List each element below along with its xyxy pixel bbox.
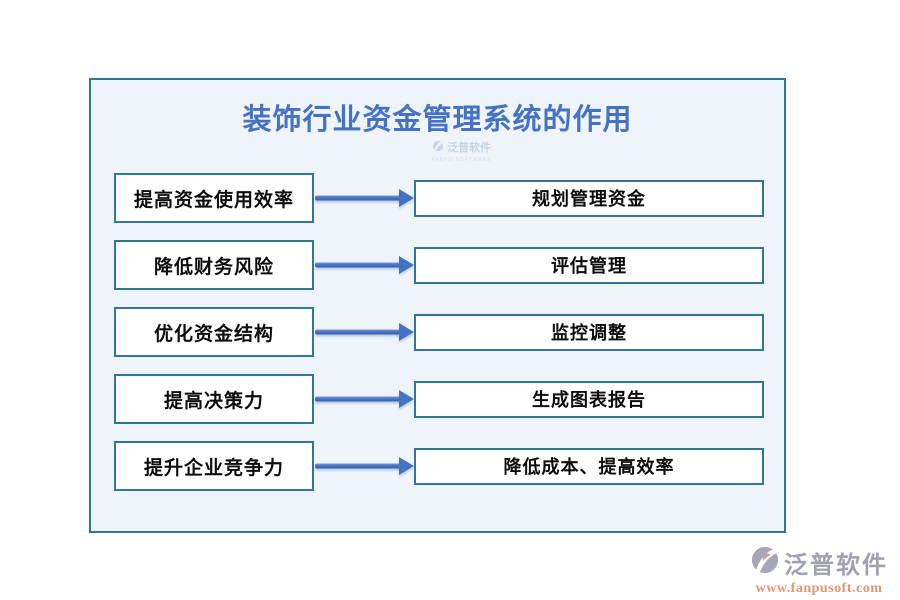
arrow-head <box>399 457 414 475</box>
fanpu-logo-icon <box>750 545 780 580</box>
watermark-logo-icon <box>432 140 444 156</box>
arrow-right-icon <box>314 374 414 424</box>
diagram-rows: 提高资金使用效率 规划管理资金 降低财务风险 评估管理 优化资金结构 监控调整 <box>91 173 784 508</box>
watermark-subtext: FANPU SOFTWARE <box>431 157 492 163</box>
watermark: 泛普软件 FANPU SOFTWARE <box>432 140 492 163</box>
arrow-shaft <box>315 195 401 201</box>
node-function-3: 监控调整 <box>414 313 764 351</box>
arrow-head <box>399 390 414 408</box>
arrow-right-icon <box>314 307 414 357</box>
brand-footer: 泛普软件 www.fanpusoft.com <box>750 545 888 597</box>
diagram-row: 优化资金结构 监控调整 <box>91 307 784 357</box>
node-function-5: 降低成本、提高效率 <box>414 447 764 485</box>
arrow-shaft <box>315 396 401 402</box>
diagram-row: 提高决策力 生成图表报告 <box>91 374 784 424</box>
diagram-row: 降低财务风险 评估管理 <box>91 240 784 290</box>
arrow-shaft <box>315 262 401 268</box>
arrow-head <box>399 189 414 207</box>
node-function-1: 规划管理资金 <box>414 179 764 217</box>
arrow-shaft <box>315 329 401 335</box>
arrow-right-icon <box>314 173 414 223</box>
node-benefit-1: 提高资金使用效率 <box>114 173 314 223</box>
node-function-2: 评估管理 <box>414 246 764 284</box>
diagram-panel: 装饰行业资金管理系统的作用 泛普软件 FANPU SOFTWARE 提高资金使用… <box>89 78 786 533</box>
node-benefit-3: 优化资金结构 <box>114 307 314 357</box>
arrow-right-icon <box>314 441 414 491</box>
footer-brand-text: 泛普软件 <box>784 552 888 579</box>
arrow-shaft <box>315 463 401 469</box>
arrow-head <box>399 256 414 274</box>
watermark-brand: 泛普软件 <box>447 141 492 154</box>
diagram-row: 提高资金使用效率 规划管理资金 <box>91 173 784 223</box>
footer-url: www.fanpusoft.com <box>755 581 883 596</box>
node-benefit-5: 提升企业竞争力 <box>114 441 314 491</box>
node-function-4: 生成图表报告 <box>414 380 764 418</box>
arrow-head <box>399 323 414 341</box>
diagram-row: 提升企业竞争力 降低成本、提高效率 <box>91 441 784 491</box>
node-benefit-4: 提高决策力 <box>114 374 314 424</box>
page-title: 装饰行业资金管理系统的作用 <box>242 104 633 136</box>
node-benefit-2: 降低财务风险 <box>114 240 314 290</box>
arrow-right-icon <box>314 240 414 290</box>
